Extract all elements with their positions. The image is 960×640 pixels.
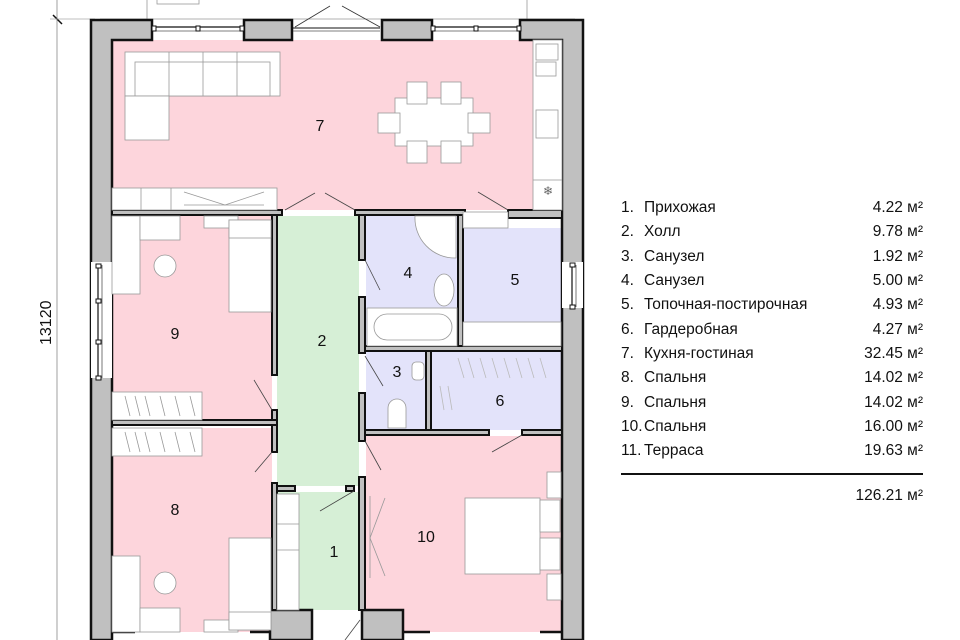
- legend-row: 10. Спальня 16.00 м²: [621, 415, 923, 439]
- exterior-walls: [89, 18, 585, 640]
- legend-room-name: Санузел: [644, 272, 705, 290]
- furniture-bedroom-10: [369, 471, 562, 601]
- room-label-9: 9: [171, 326, 180, 343]
- legend-room-name: Кухня-гостиная: [644, 344, 754, 362]
- room-label-6: 6: [496, 393, 505, 410]
- room-label-1: 1: [330, 544, 339, 561]
- legend-room-name: Холл: [644, 223, 681, 241]
- legend-row: 6. Гардеробная 4.27 м²: [621, 317, 923, 341]
- legend-num: 10.: [621, 417, 643, 435]
- legend-divider: [621, 473, 923, 476]
- legend-num: 4.: [621, 272, 634, 290]
- legend-room-area: 1.92 м²: [872, 247, 923, 265]
- legend-row: 4. Санузел 5.00 м²: [621, 269, 923, 293]
- legend-row: 9. Спальня 14.02 м²: [621, 390, 923, 414]
- legend-room-area: 16.00 м²: [864, 417, 923, 435]
- floor-plan: 13120: [38, 0, 585, 640]
- legend-room-name: Терраса: [644, 442, 704, 460]
- room-label-8: 8: [171, 502, 180, 519]
- legend-room-name: Спальня: [644, 417, 707, 435]
- legend-room-name: Топочная-постирочная: [644, 296, 808, 314]
- legend-room-area: 14.02 м²: [864, 393, 923, 411]
- legend-num: 9.: [621, 393, 634, 411]
- dimension-label: 13120: [38, 300, 55, 345]
- legend-room-area: 14.02 м²: [864, 369, 923, 387]
- furniture-bedroom-8: [111, 427, 272, 633]
- room-label-10: 10: [417, 529, 435, 546]
- dimension-line: 13120: [38, 0, 95, 640]
- legend-room-name: Спальня: [644, 393, 707, 411]
- bottom-walls: [112, 608, 562, 640]
- room-label-7: 7: [316, 118, 325, 135]
- area-legend: 1. Прихожая 4.22 м² 2. Холл 9.78 м² 3. С…: [621, 196, 923, 505]
- furniture-bathroom-4: [366, 215, 458, 347]
- legend-row: 2. Холл 9.78 м²: [621, 220, 923, 244]
- legend-num: 5.: [621, 296, 634, 314]
- legend-room-name: Санузел: [644, 247, 705, 265]
- window-top-left: [151, 25, 245, 32]
- legend-row: 8. Спальня 14.02 м²: [621, 366, 923, 390]
- legend-room-area: 5.00 м²: [872, 272, 923, 290]
- legend-num: 6.: [621, 320, 634, 338]
- room-6-wardrobe: [432, 352, 561, 430]
- legend-row: 3. Санузел 1.92 м²: [621, 245, 923, 269]
- legend-num: 2.: [621, 223, 634, 241]
- legend-room-name: Гардеробная: [644, 320, 738, 338]
- legend-num: 3.: [621, 247, 634, 265]
- legend-room-name: Спальня: [644, 369, 707, 387]
- furniture-entry-closet: [276, 493, 300, 611]
- legend-row: 11. Терраса 19.63 м²: [621, 439, 923, 463]
- legend-row: 1. Прихожая 4.22 м²: [621, 196, 923, 220]
- legend-row: 7. Кухня-гостиная 32.45 м²: [621, 342, 923, 366]
- legend-row: 5. Топочная-постирочная 4.93 м²: [621, 293, 923, 317]
- legend-num: 7.: [621, 344, 634, 362]
- legend-room-area: 9.78 м²: [872, 223, 923, 241]
- terrace-door-top: [293, 5, 381, 32]
- furniture-room-5: [462, 211, 562, 347]
- window-top-right: [380, 18, 522, 42]
- legend-room-area: 4.27 м²: [872, 320, 923, 338]
- furniture-wc-3: [387, 361, 425, 429]
- legend-room-area: 4.22 м²: [872, 199, 923, 217]
- door-swings: [253, 191, 523, 640]
- room-label-3: 3: [393, 364, 402, 381]
- furniture-sofa: [124, 51, 281, 141]
- legend-room-name: Прихожая: [644, 199, 716, 217]
- furniture-dining-table: [377, 81, 491, 164]
- room-label-2: 2: [318, 333, 327, 350]
- legend-num: 8.: [621, 369, 634, 387]
- room-labels: 7 9 2 4 5 3 6 8 1 10: [171, 118, 520, 561]
- room-label-4: 4: [404, 265, 413, 282]
- interior-walls: [111, 209, 563, 611]
- freezer-icon: ❄: [543, 184, 553, 198]
- legend-num: 11.: [621, 442, 642, 460]
- window-left: [91, 262, 112, 381]
- furniture-tv-unit: [111, 187, 278, 211]
- furniture-bedroom-9: [111, 215, 272, 421]
- legend-total-area: 126.21 м²: [855, 487, 923, 505]
- window-right: [562, 262, 583, 310]
- furniture-wardrobe-6: [439, 357, 547, 411]
- furniture-kitchen: ❄: [532, 39, 563, 211]
- legend-room-area: 32.45 м²: [864, 344, 923, 362]
- terrace-outline: [100, 0, 575, 20]
- room-2-hall: [277, 216, 359, 486]
- legend-room-area: 4.93 м²: [872, 296, 923, 314]
- legend-num: 1.: [621, 199, 634, 217]
- room-label-5: 5: [511, 272, 520, 289]
- legend-room-area: 19.63 м²: [864, 442, 923, 460]
